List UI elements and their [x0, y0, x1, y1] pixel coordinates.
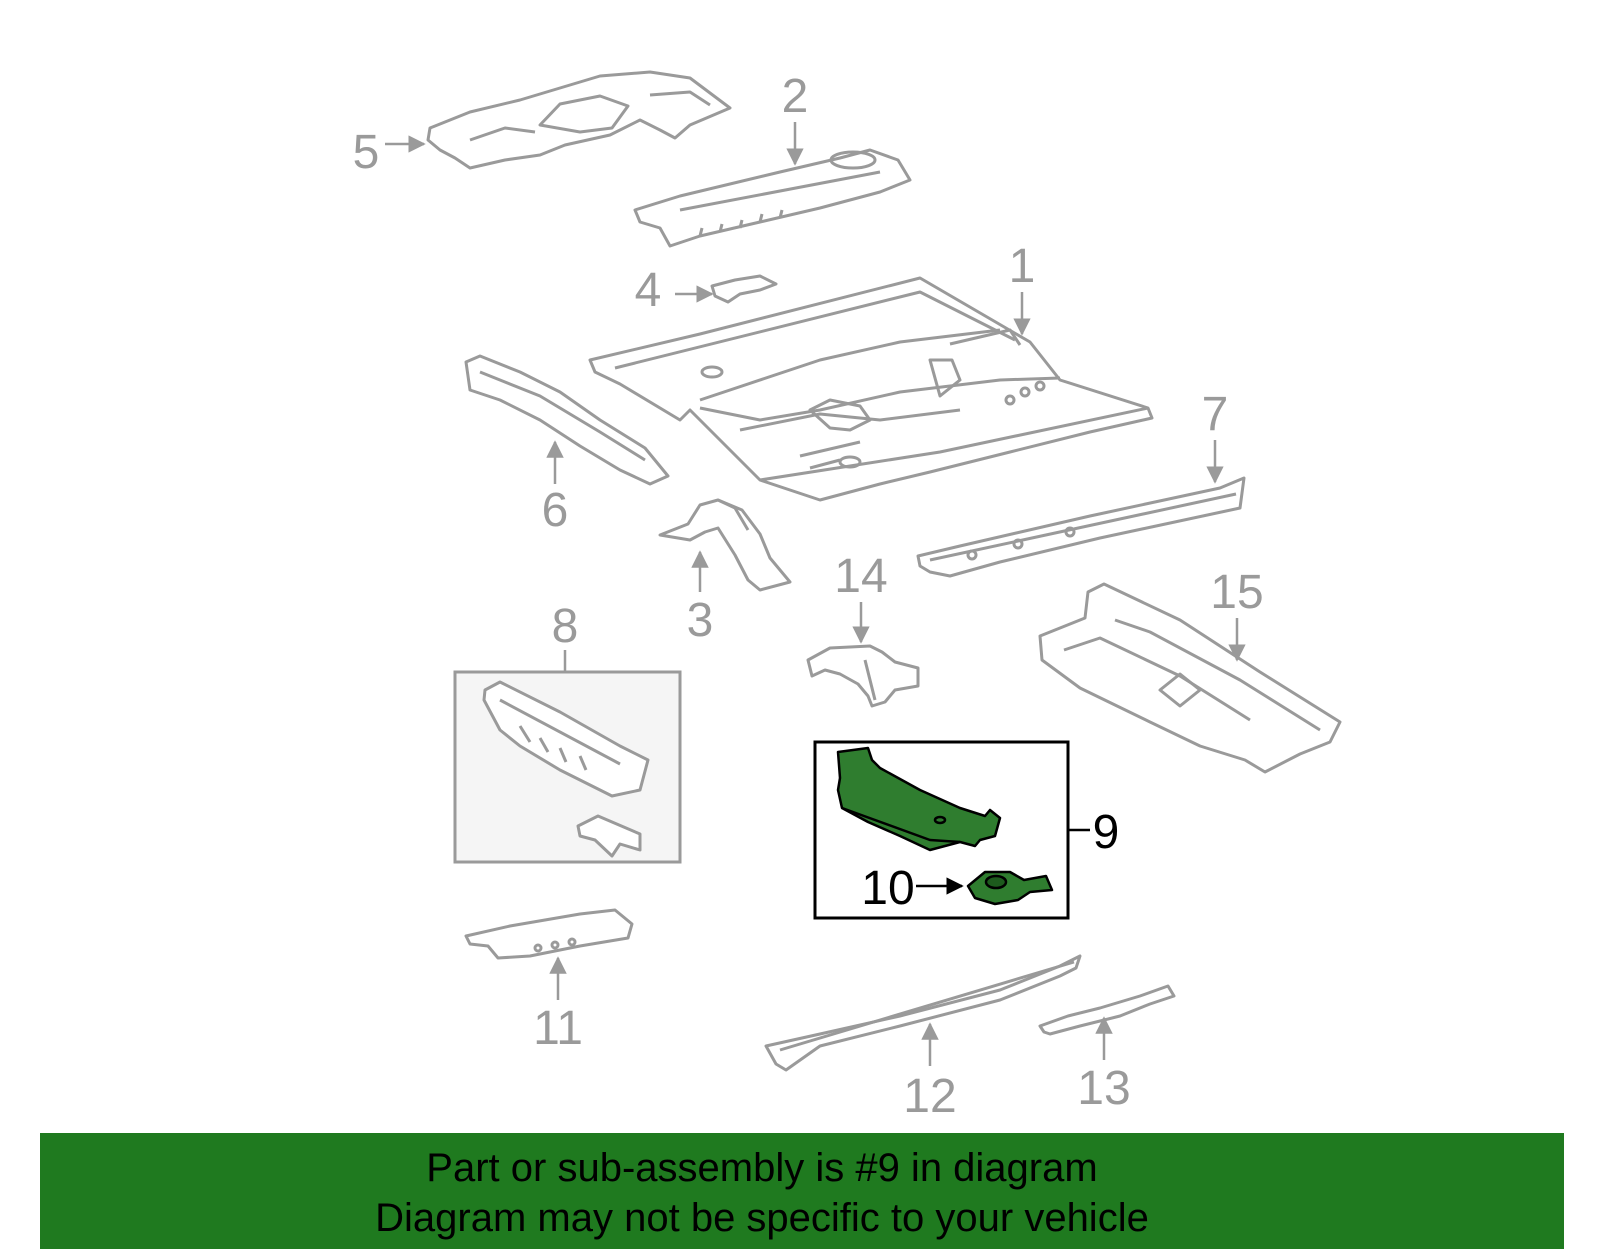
banner-line-2: Diagram may not be specific to your vehi…	[375, 1196, 1149, 1240]
part-5-dash-panel[interactable]	[428, 72, 730, 168]
callout-4[interactable]: 4	[635, 264, 662, 317]
part-13-bracket[interactable]	[1040, 986, 1174, 1034]
part-12-rocker[interactable]	[766, 956, 1080, 1070]
part-2-crossmember[interactable]	[635, 150, 910, 246]
callout-1[interactable]: 1	[1009, 240, 1036, 293]
part-7-rail[interactable]	[918, 478, 1244, 576]
part-6-side-member[interactable]	[466, 356, 668, 484]
callout-13[interactable]: 13	[1077, 1062, 1130, 1115]
part-8-bracket[interactable]	[578, 816, 640, 856]
part-10-highlighted[interactable]	[968, 872, 1052, 904]
callout-12[interactable]: 12	[903, 1070, 956, 1123]
info-banner: Part or sub-assembly is #9 in diagram Di…	[40, 1133, 1564, 1249]
part-14-bracket[interactable]	[808, 646, 918, 706]
part-15-side-member[interactable]	[1040, 584, 1340, 772]
callout-5[interactable]: 5	[353, 126, 380, 179]
callout-7[interactable]: 7	[1202, 388, 1229, 441]
callout-10[interactable]: 10	[861, 862, 914, 915]
callout-9[interactable]: 9	[1093, 806, 1120, 859]
part-8-crossmember[interactable]	[484, 682, 648, 796]
part-9-highlighted[interactable]	[838, 748, 1000, 850]
callout-2[interactable]: 2	[782, 70, 809, 123]
callout-3[interactable]: 3	[687, 594, 714, 647]
callout-15[interactable]: 15	[1210, 566, 1263, 619]
part-4-bracket[interactable]	[712, 276, 776, 302]
banner-line-1: Part or sub-assembly is #9 in diagram	[426, 1146, 1098, 1190]
part-1-floor-pan[interactable]	[590, 278, 1152, 500]
part-3-bracket[interactable]	[660, 500, 790, 590]
leader-lines-highlight	[916, 828, 1090, 895]
callout-14[interactable]: 14	[834, 550, 887, 603]
part-11-plate[interactable]	[466, 910, 632, 958]
callout-8[interactable]: 8	[552, 600, 579, 653]
callout-6[interactable]: 6	[542, 484, 569, 537]
callout-labels: 1 2 3 4 5 6 7 8 9 10 11 12 13 14 15	[353, 70, 1264, 1123]
leader-lines	[385, 122, 1246, 1066]
callout-11[interactable]: 11	[533, 1002, 583, 1055]
